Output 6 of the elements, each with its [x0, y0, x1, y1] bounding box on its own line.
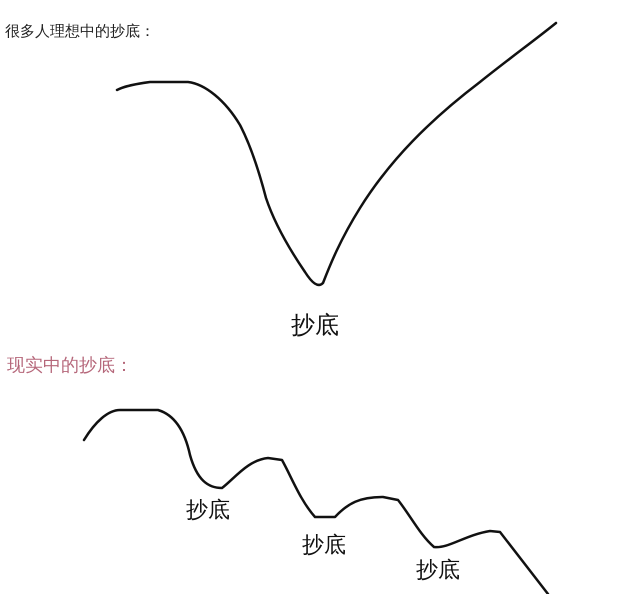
- bottom-label: 抄底: [186, 500, 230, 522]
- bottom-label: 抄底: [416, 560, 460, 582]
- bottom-label: 抄底: [302, 535, 346, 557]
- bottom-label: 抄底: [291, 313, 339, 337]
- heading: 很多人理想中的抄底：: [5, 24, 155, 39]
- heading: 现实中的抄底：: [7, 357, 133, 375]
